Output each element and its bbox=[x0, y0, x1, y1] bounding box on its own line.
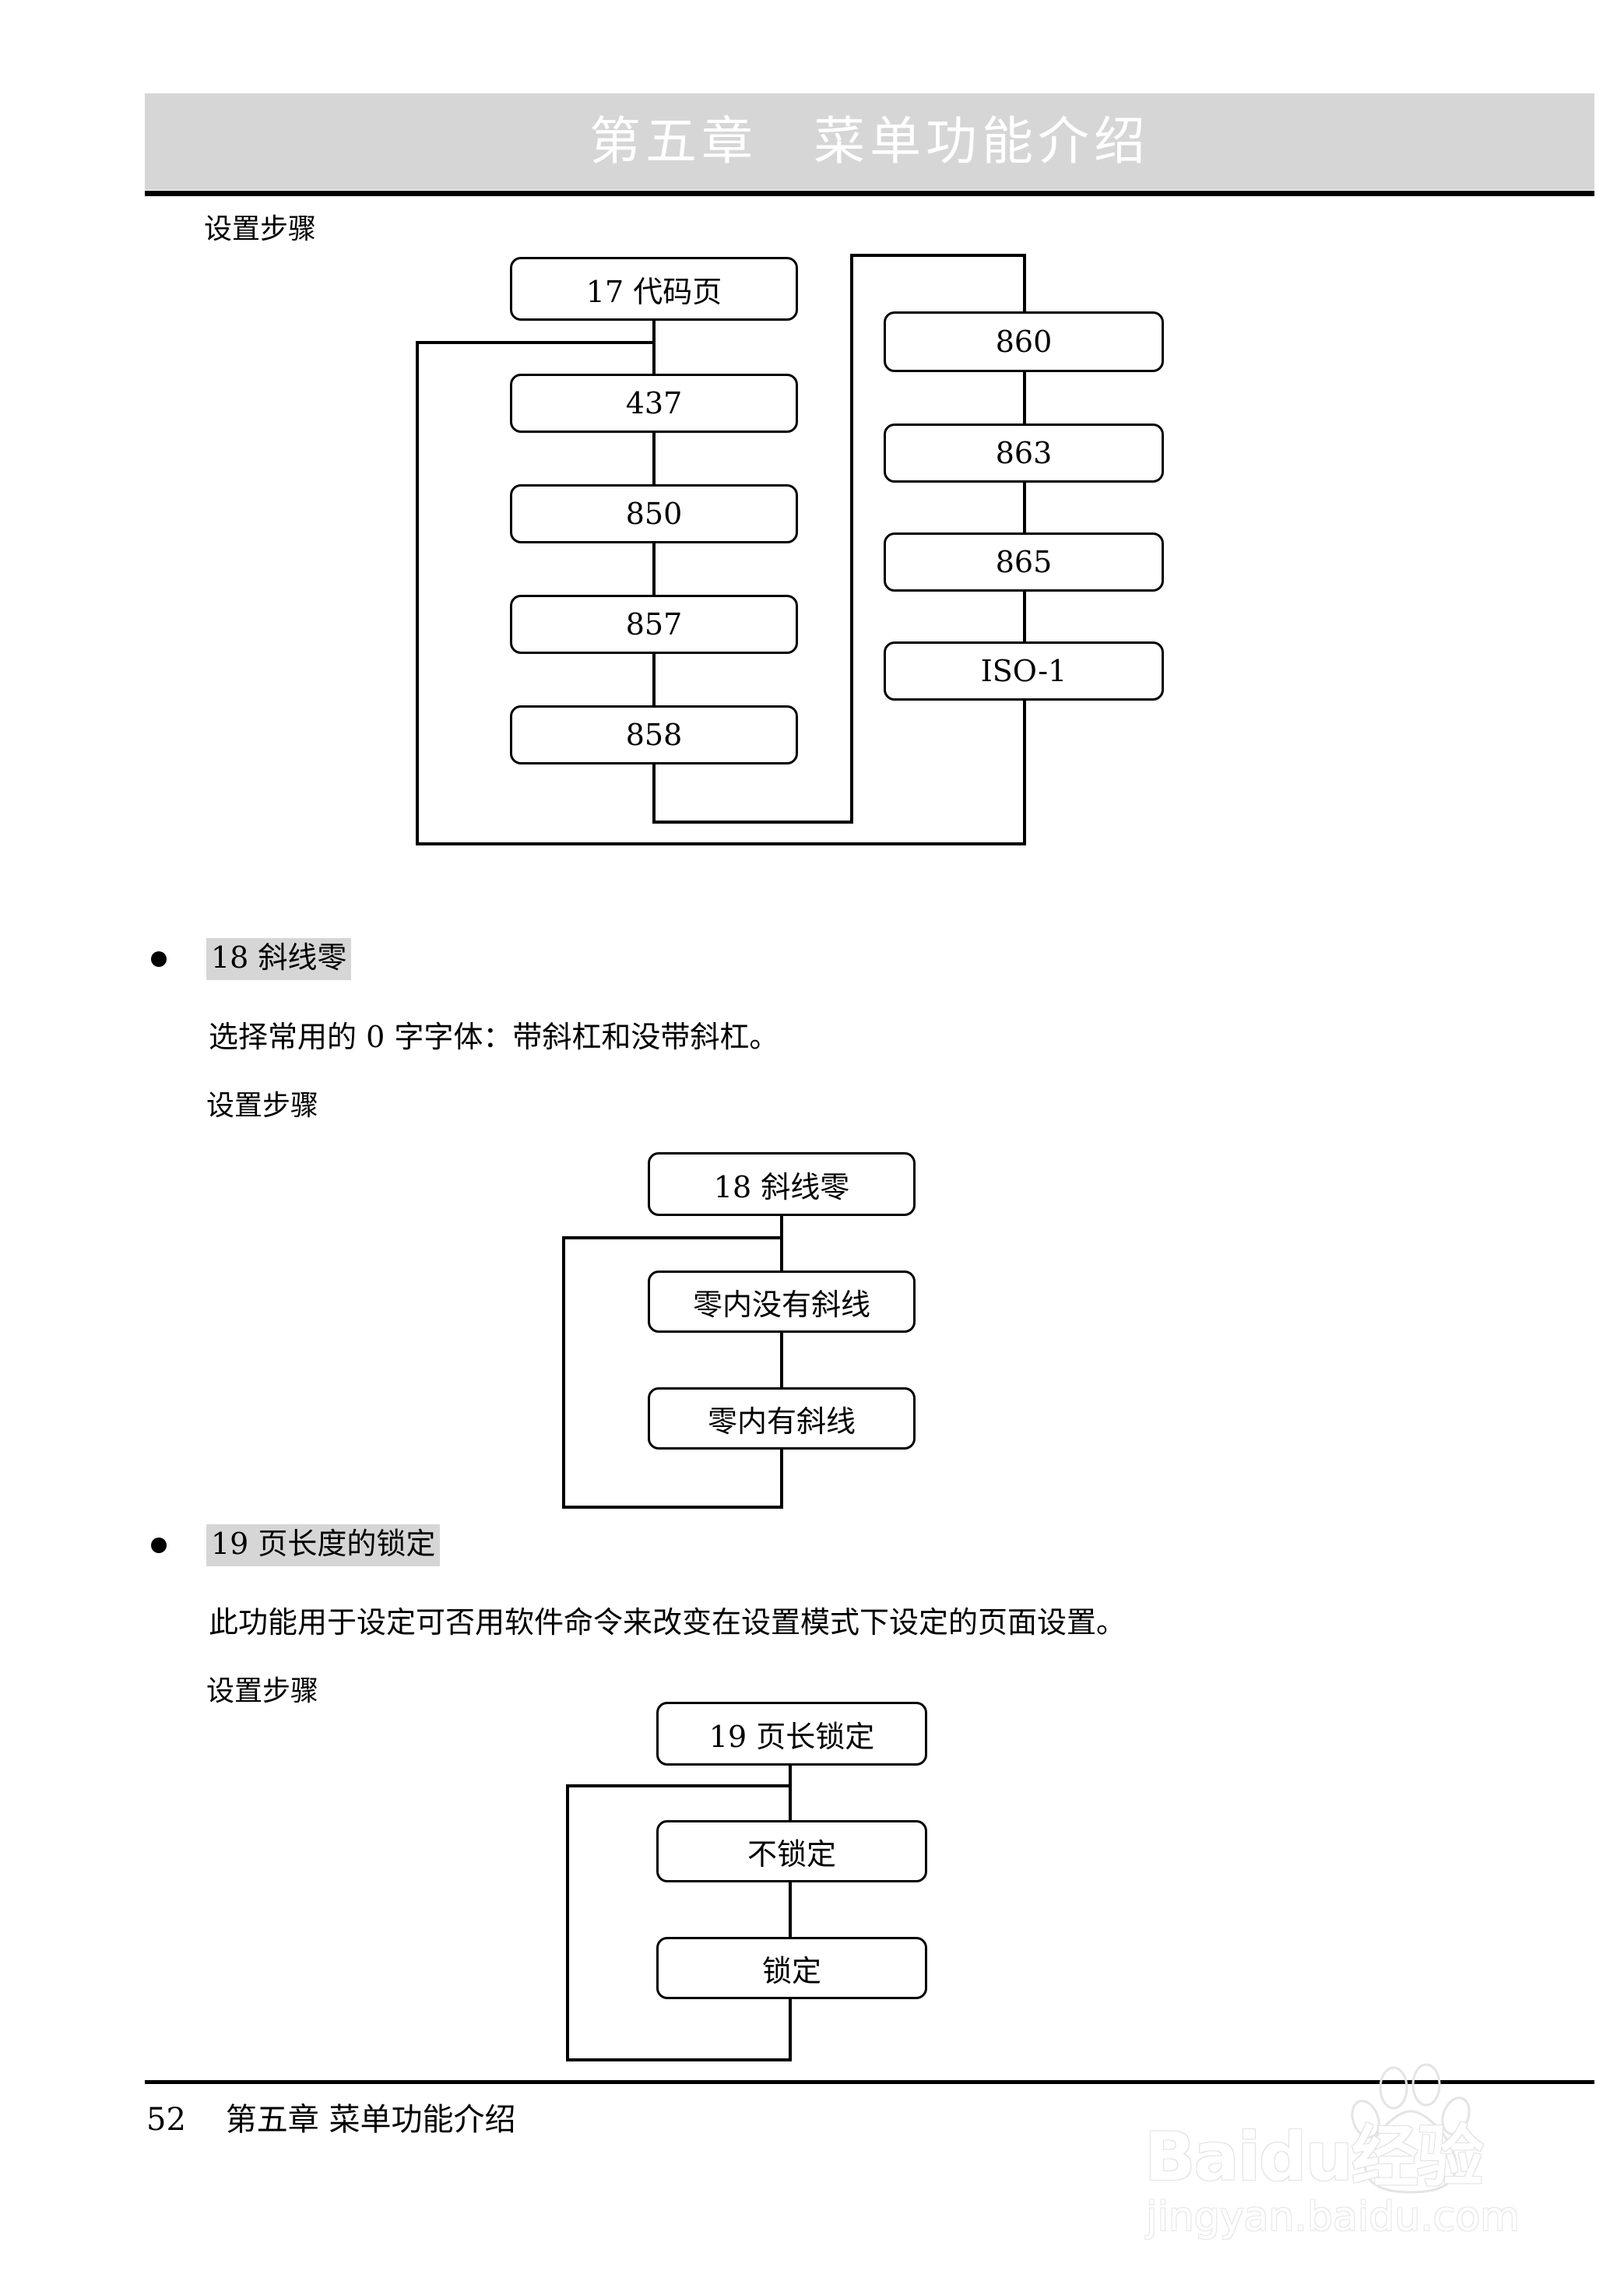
connector-858-down bbox=[652, 761, 656, 824]
connector-19-root-to-option1 bbox=[789, 1764, 792, 1822]
steps-label-codepage: 设置步骤 bbox=[204, 213, 317, 245]
loop-left-bottom-horizontal bbox=[416, 842, 1026, 845]
connector-18-option1-to-option2 bbox=[780, 1333, 783, 1389]
loop-18-bottom-horizontal bbox=[562, 1506, 783, 1509]
flow-box-zero-no-slash[interactable]: 零内没有斜线 bbox=[648, 1271, 916, 1333]
description-section-18: 选择常用的 0 字字体：带斜杠和没带斜杠。 bbox=[209, 1020, 779, 1054]
loop-left-vertical bbox=[416, 341, 419, 845]
connector-860-to-863 bbox=[1023, 372, 1026, 427]
flow-box-zero-with-slash[interactable]: 零内有斜线 bbox=[648, 1387, 916, 1450]
loop-18-vertical bbox=[562, 1236, 565, 1509]
flow-box-865[interactable]: 865 bbox=[884, 532, 1164, 592]
connector-right-top-down bbox=[1023, 254, 1026, 313]
flow-box-863[interactable]: 863 bbox=[884, 424, 1164, 483]
footer-divider bbox=[145, 2080, 1594, 2084]
heading-section-18: 18 斜线零 bbox=[206, 938, 352, 980]
connector-863-to-865 bbox=[1023, 481, 1026, 536]
watermark-url-text: jingyan.baidu.com bbox=[1146, 2194, 1520, 2241]
loop-19-top-horizontal bbox=[566, 1784, 792, 1787]
connector-19-option1-to-option2 bbox=[789, 1882, 792, 1938]
bullet-icon-section-18 bbox=[151, 951, 167, 967]
connector-18-option2-down bbox=[780, 1450, 783, 1509]
steps-label-section-18: 设置步骤 bbox=[206, 1090, 319, 1122]
description-section-19: 此功能用于设定可否用软件命令来改变在设置模式下设定的页面设置。 bbox=[209, 1605, 1127, 1640]
steps-label-section-19: 设置步骤 bbox=[206, 1675, 319, 1707]
flow-box-857[interactable]: 857 bbox=[510, 595, 798, 654]
loop-mid-horizontal bbox=[652, 821, 853, 824]
loop-mid-vertical bbox=[850, 254, 853, 824]
flow-box-root-page-length-lock[interactable]: 19 页长锁定 bbox=[656, 1702, 927, 1766]
loop-right-top-horizontal bbox=[850, 254, 1025, 257]
flow-box-root-slashed-zero[interactable]: 18 斜线零 bbox=[648, 1152, 916, 1216]
flow-box-lock[interactable]: 锁定 bbox=[656, 1937, 927, 1999]
bullet-icon-section-19 bbox=[151, 1538, 167, 1553]
flow-box-860[interactable]: 860 bbox=[884, 311, 1164, 372]
loop-18-top-horizontal bbox=[562, 1236, 783, 1239]
page-title: 第五章 菜单功能介绍 bbox=[589, 111, 1150, 171]
heading-section-19: 19 页长度的锁定 bbox=[206, 1524, 441, 1566]
connector-850-to-857 bbox=[652, 540, 656, 596]
header-divider bbox=[145, 191, 1594, 196]
watermark-logo-text: Baidu经验 bbox=[1144, 2118, 1484, 2196]
connector-18-root-to-option1 bbox=[780, 1216, 783, 1272]
connector-865-to-iso1 bbox=[1023, 590, 1026, 645]
loop-left-top-horizontal bbox=[416, 341, 656, 344]
connector-857-to-858 bbox=[652, 651, 656, 707]
page-header: 第五章 菜单功能介绍 bbox=[145, 93, 1594, 190]
footer-text: 52 第五章 菜单功能介绍 bbox=[146, 2102, 516, 2138]
loop-19-vertical bbox=[566, 1784, 569, 2061]
connector-root-to-437 bbox=[652, 321, 656, 375]
flow-box-root-codepage[interactable]: 17 代码页 bbox=[510, 257, 798, 321]
flow-box-850[interactable]: 850 bbox=[510, 484, 798, 543]
loop-19-bottom-horizontal bbox=[566, 2058, 792, 2061]
baidu-jingyan-watermark: Baidu经验 jingyan.baidu.com bbox=[1144, 2055, 1580, 2273]
connector-19-option2-down bbox=[789, 1999, 792, 2061]
flow-box-858[interactable]: 858 bbox=[510, 705, 798, 764]
connector-437-to-850 bbox=[652, 430, 656, 486]
connector-iso1-down bbox=[1023, 699, 1026, 845]
flow-box-unlock[interactable]: 不锁定 bbox=[656, 1820, 927, 1882]
flow-box-iso-1[interactable]: ISO-1 bbox=[884, 641, 1164, 701]
flow-box-437[interactable]: 437 bbox=[510, 374, 798, 433]
